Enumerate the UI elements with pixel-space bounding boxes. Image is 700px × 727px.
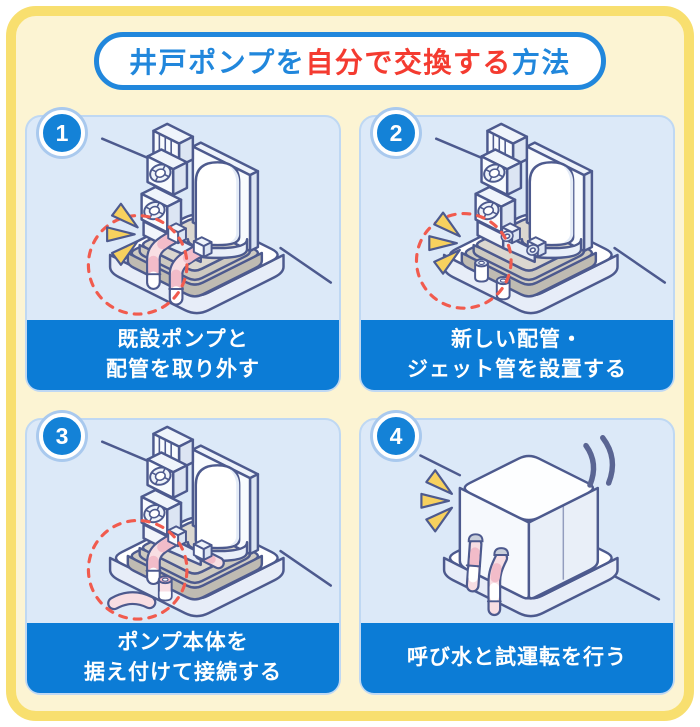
infographic-frame: 井戸ポンプを自分で交換する方法 1 [6,6,694,721]
step-3-illustration [86,425,333,621]
pump-hoses [465,537,509,617]
step-number-badge: 3 [39,413,85,459]
step-number-badge: 4 [373,413,419,459]
step-number-badge: 2 [373,110,419,156]
vibration-lines-icon [586,438,612,485]
hose-caps [467,533,510,556]
step-panel-1: 1 [25,110,341,392]
impact-spark-icon [420,469,454,533]
step-panel-4: 4 [359,413,675,695]
step-caption: ポンプ本体を 据え付けて接続する [27,623,339,693]
step-number: 1 [55,119,69,146]
flexible-hose-on-ground [107,591,157,611]
title-text-red: 自分で交換する [305,47,512,78]
steps-grid: 1 [16,110,684,695]
step-4-illustration [419,420,661,618]
step-caption: 新しい配管・ ジェット管を設置する [361,320,673,390]
highlight-circle-icon [86,213,189,316]
title-text-blue-2: 方法 [511,47,571,78]
step-panel-3: 3 [25,413,341,695]
step-number: 4 [389,422,403,449]
step-number: 3 [55,422,69,449]
step-1-illustration [86,122,333,316]
highlight-circle-icon [414,211,513,310]
new-pipe-coupling [474,258,489,283]
step-caption: 呼び水と試運転を行う [361,623,673,693]
title-banner: 井戸ポンプを自分で交換する方法 [94,32,606,90]
step-number-badge: 1 [39,110,85,156]
title-text-blue-1: 井戸ポンプを [129,47,306,78]
step-panel-2: 2 新しい配管・ ジェット管を設置する [359,110,675,392]
pipe-coupling [157,575,173,602]
step-2-illustration [414,122,667,315]
step-number: 2 [389,119,403,146]
highlight-circle-icon [86,518,189,621]
step-caption: 既設ポンプと 配管を取り外す [27,320,339,390]
